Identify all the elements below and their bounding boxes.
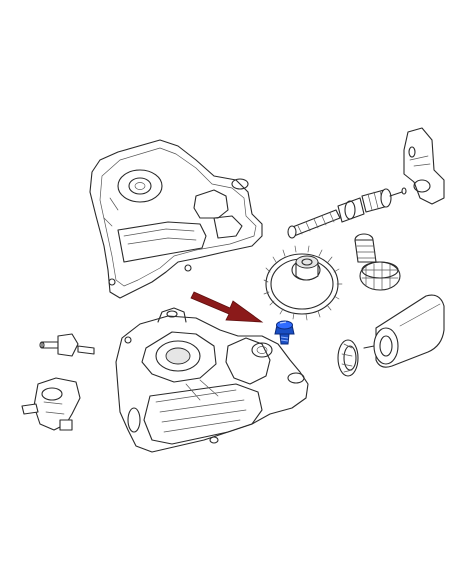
pointer-arrow (190, 291, 264, 323)
pinion-shaft (354, 233, 401, 291)
lower-gear-housing (115, 307, 309, 453)
locking-lever (21, 377, 81, 431)
worm-shaft (287, 187, 407, 239)
electric-motor (363, 294, 445, 368)
upper-housing-cover (89, 139, 263, 299)
small-pin (39, 333, 95, 357)
motor-end-cap (337, 339, 359, 377)
fixing-screw (274, 320, 295, 345)
spur-gear (263, 245, 343, 321)
bracket-clip (403, 127, 445, 205)
